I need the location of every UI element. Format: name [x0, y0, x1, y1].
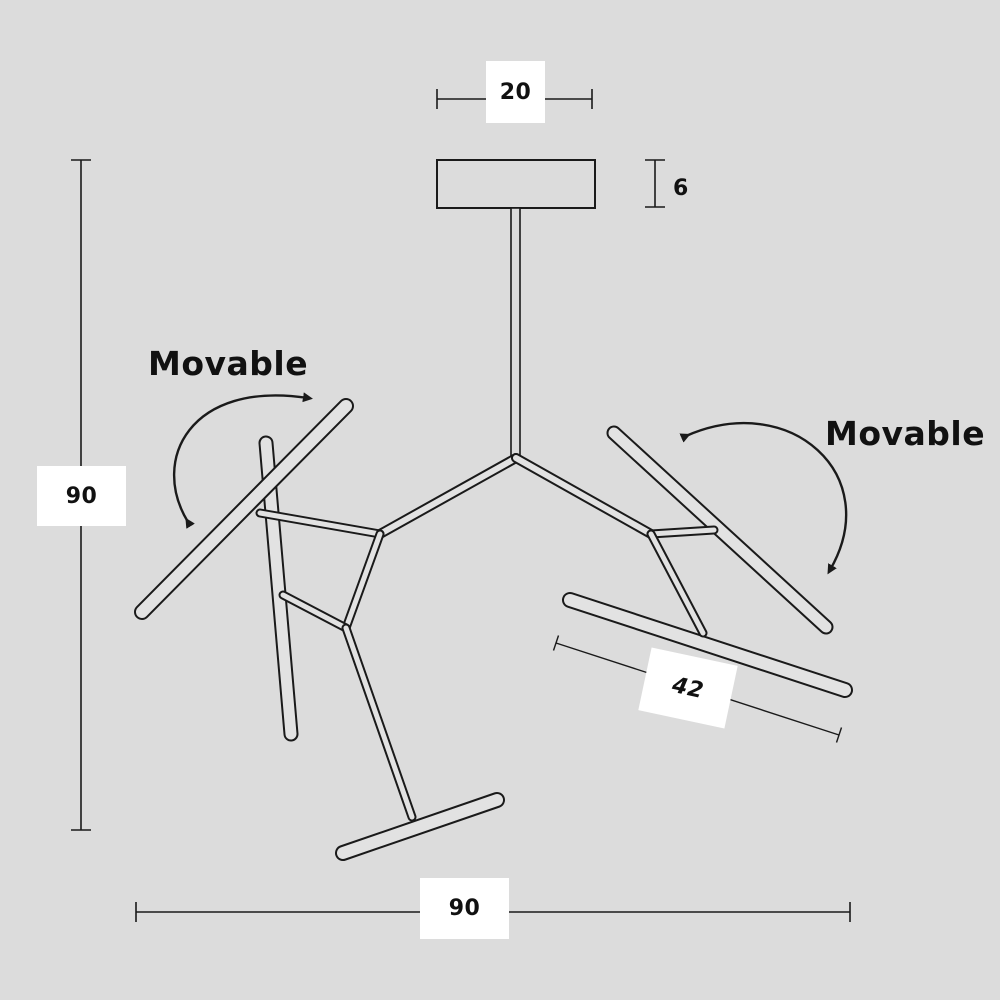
light-rod-left-diagonal	[134, 398, 354, 620]
canopy-width-label: 20	[486, 61, 545, 123]
ceiling-canopy	[436, 159, 596, 209]
canopy-height-label: 6	[673, 176, 689, 201]
light-rod-right-diagonal	[606, 425, 834, 635]
rods-layer	[134, 398, 853, 861]
left-movable-arrow	[172, 392, 313, 529]
light-rod-right-long	[562, 592, 853, 698]
overall-height-label: 90	[37, 466, 126, 526]
arm-right-drop	[646, 529, 708, 638]
light-rod-bottom	[335, 792, 505, 861]
arm-right-main	[511, 453, 656, 539]
arm-right-short	[646, 525, 719, 539]
arm-left-upper	[255, 508, 385, 539]
central-stem	[510, 207, 521, 457]
overall-width-label: 90	[420, 878, 509, 939]
arm-left-drop	[341, 623, 417, 822]
arm-left-main	[375, 453, 521, 539]
arm-left-lower-b	[278, 590, 351, 633]
right-movable-label: Movable	[825, 414, 986, 453]
left-movable-label: Movable	[148, 344, 309, 383]
arm-left-lower-a	[341, 529, 385, 633]
canopy-height-dimension	[645, 159, 665, 208]
right-movable-arrow	[679, 422, 848, 575]
